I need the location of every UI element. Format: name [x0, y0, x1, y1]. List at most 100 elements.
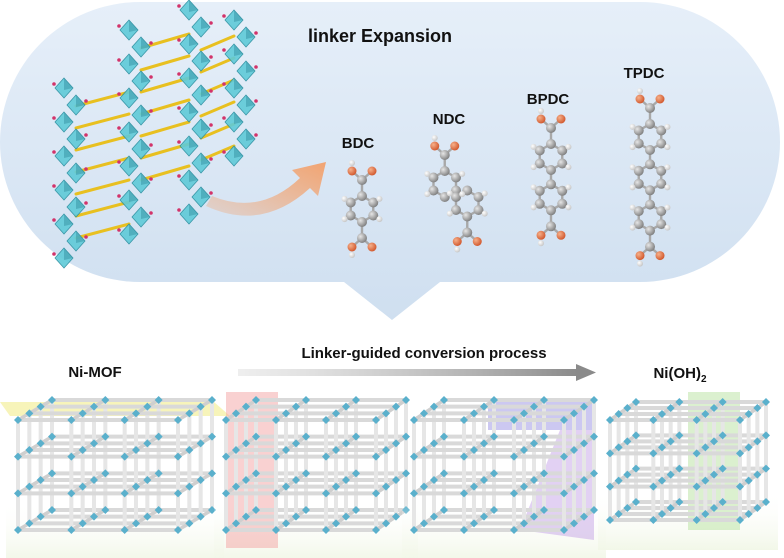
- oxygen-dot: [177, 140, 181, 144]
- ni-node: [632, 398, 640, 406]
- ni-node: [430, 512, 438, 521]
- hydrogen-atom: [424, 191, 431, 198]
- carbon-atom: [534, 145, 545, 156]
- ni-node: [614, 510, 623, 518]
- ni-node: [736, 482, 744, 491]
- ni-node: [322, 416, 330, 424]
- ni-octahedron-shade: [141, 37, 150, 49]
- ni-node: [420, 482, 428, 491]
- carbon-atom: [368, 210, 379, 221]
- ni-node: [420, 446, 428, 454]
- mof-octahedra-chain: [222, 9, 258, 167]
- ni-node: [154, 469, 163, 478]
- carbon-atom: [645, 159, 655, 170]
- ni-node: [623, 470, 632, 479]
- carbon-atom: [450, 192, 461, 202]
- ni-node: [560, 526, 568, 534]
- mof-linker-bar: [199, 56, 236, 74]
- oxygen-dot: [84, 201, 88, 205]
- ni-node: [242, 512, 250, 521]
- carbon-atom: [656, 138, 667, 149]
- ni-node: [372, 489, 380, 498]
- mof-linker-bar: [199, 100, 236, 118]
- lattice-intermediate-1: [214, 392, 418, 558]
- ni-node: [101, 469, 110, 478]
- ni-node: [736, 416, 744, 424]
- oxygen-atom: [635, 94, 645, 104]
- ni-node: [272, 489, 280, 498]
- oxygen-dot: [117, 194, 121, 198]
- ni-node: [332, 519, 340, 528]
- ni-node: [701, 510, 710, 518]
- hydrogen-atom: [629, 164, 636, 171]
- carbon-atom: [557, 198, 568, 209]
- ni-node: [420, 519, 428, 528]
- lattice-nodes: [606, 398, 770, 524]
- hydrogen-atom: [629, 184, 636, 191]
- hydrogen-atom: [565, 143, 572, 150]
- ni-node: [692, 449, 701, 458]
- ni-octahedron-shade: [129, 54, 138, 66]
- hydrogen-atom: [637, 260, 643, 267]
- mof-linker-bar: [139, 98, 191, 116]
- carbon-atom: [656, 165, 667, 176]
- process-arrow: [238, 364, 596, 381]
- mof-linker-bar: [74, 134, 131, 152]
- linker-label-bdc: BDC: [342, 135, 375, 152]
- hydrogen-atom: [481, 210, 488, 217]
- hydrogen-atom: [637, 88, 643, 94]
- ni-node: [440, 396, 448, 404]
- ni-node: [590, 506, 598, 514]
- ni-node: [25, 519, 34, 528]
- oxygen-atom: [655, 94, 665, 104]
- oxygen-dot: [254, 31, 258, 35]
- ni-node: [480, 476, 488, 484]
- lattice-nodes: [14, 396, 216, 534]
- ni-node: [67, 452, 76, 461]
- ni-node: [744, 410, 753, 418]
- ni-node: [675, 398, 684, 406]
- ni-node: [352, 432, 360, 441]
- ni-node: [132, 482, 140, 491]
- ni-node: [470, 519, 478, 528]
- ni-node: [36, 402, 45, 411]
- oxygen-atom: [452, 237, 462, 246]
- lattice-sequence: [0, 392, 778, 558]
- ni-node: [332, 409, 340, 418]
- ni-node: [675, 464, 684, 473]
- mof-linker-bar: [199, 144, 236, 162]
- ni-node: [460, 526, 468, 534]
- oxygen-dot: [52, 218, 56, 222]
- hydrogen-atom: [530, 164, 537, 171]
- mof-linker-bar: [139, 54, 191, 72]
- ni-node: [36, 439, 45, 448]
- ni-node: [666, 504, 675, 512]
- ni-octahedron-shade: [141, 105, 150, 117]
- ni-node: [510, 526, 518, 534]
- carbon-atom: [534, 185, 545, 196]
- ni-octahedron-shade: [189, 170, 198, 182]
- ni-node: [101, 396, 110, 404]
- ni-octahedron-shade: [129, 88, 138, 100]
- mof-linker-bars: [74, 32, 236, 240]
- ni-node: [480, 512, 488, 521]
- ni-node: [440, 506, 448, 514]
- ni-node: [174, 489, 182, 498]
- ni-node: [692, 482, 701, 491]
- oxygen-dot: [117, 228, 121, 232]
- ni-node: [410, 489, 418, 498]
- linker-molecule-ndc: [424, 135, 488, 253]
- ni-octahedron-shade: [246, 95, 255, 107]
- ni-node: [282, 519, 290, 528]
- oxygen-dot: [149, 75, 153, 79]
- lattice-rods: [224, 398, 408, 532]
- hydrogen-atom: [530, 143, 537, 150]
- ni-node: [540, 469, 548, 478]
- ni-node: [744, 476, 753, 485]
- mof-linker-bar: [74, 112, 131, 130]
- ni-octahedron-shade: [141, 71, 150, 83]
- ni-node: [460, 416, 468, 424]
- carbon-atom: [633, 125, 644, 136]
- ni-node: [292, 439, 300, 448]
- oxygen-dot: [177, 72, 181, 76]
